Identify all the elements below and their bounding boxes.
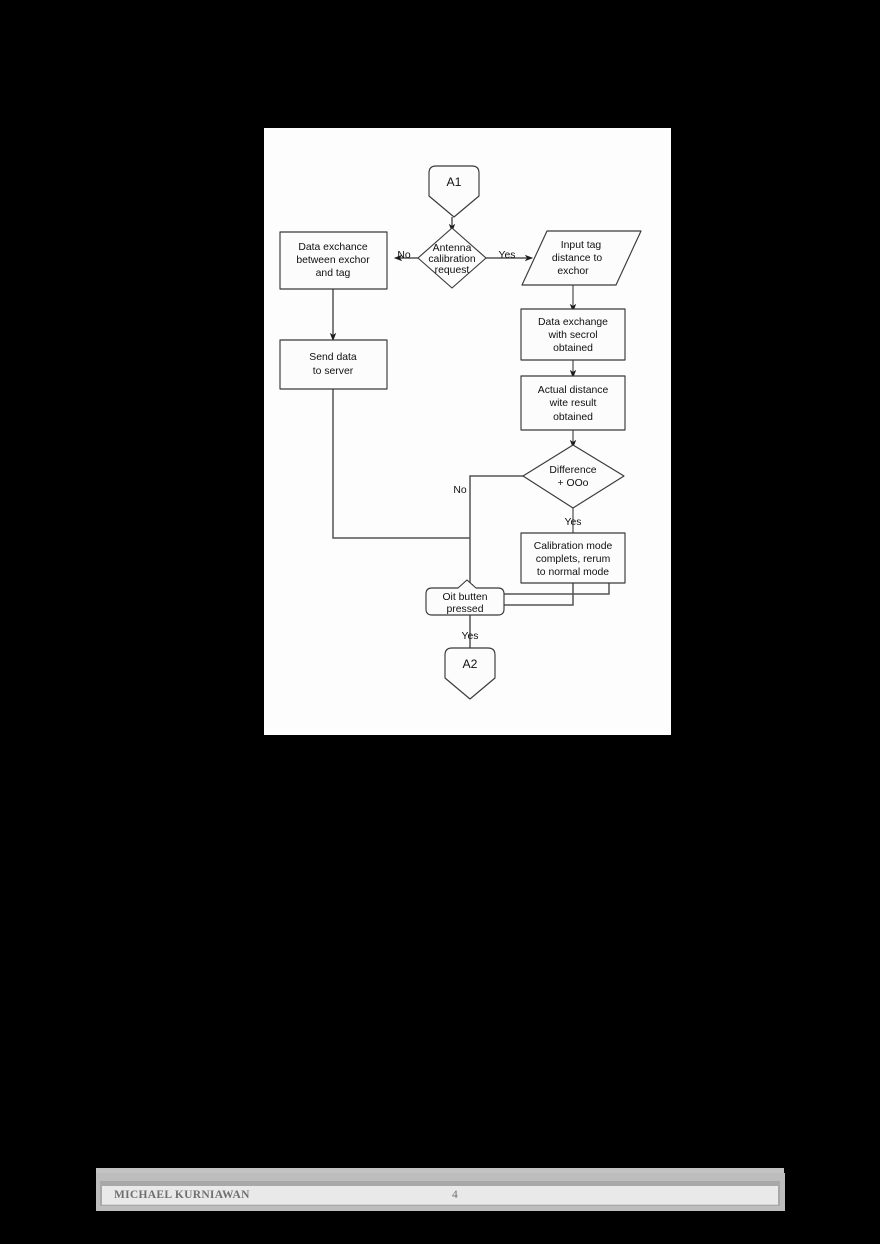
node-input-tag-distance-line1: Input tag bbox=[561, 240, 602, 251]
node-data-exchange-tag-line3: and tag bbox=[316, 268, 351, 279]
node-calibration-complete[interactable] bbox=[520, 532, 626, 584]
edge-label-quit-yes: Yes bbox=[462, 631, 479, 642]
edge-label-calibration-yes: Yes bbox=[499, 250, 516, 261]
edge-label-calibration-no: No bbox=[397, 250, 411, 261]
footer-content-strip: MICHAEL KURNIAWAN 4 bbox=[102, 1186, 778, 1205]
node-decision-difference[interactable] bbox=[522, 444, 625, 509]
node-send-data-server-line1: Send data bbox=[309, 352, 357, 363]
node-input-tag-distance[interactable] bbox=[521, 230, 642, 286]
node-actual-distance-line1: Actual distance bbox=[538, 385, 609, 396]
node-calibration-complete-line1: Calibration mode bbox=[534, 541, 613, 552]
node-calibration-complete-line3: to normal mode bbox=[537, 567, 609, 578]
page-footer: MICHAEL KURNIAWAN 4 bbox=[0, 1168, 880, 1220]
flowchart-figure: A1 Antenna calibration request Data exch… bbox=[264, 128, 671, 735]
footer-page-number: 4 bbox=[452, 1189, 458, 1201]
node-decision-difference-line1: Difference bbox=[549, 465, 596, 476]
node-quit-button-line2: pressed bbox=[447, 604, 484, 615]
edge-label-difference-yes: Yes bbox=[565, 517, 582, 528]
node-decision-calibration-line3: request bbox=[435, 265, 470, 276]
node-send-data-server[interactable] bbox=[279, 339, 388, 390]
node-data-exchange-secrol-line2: with secrol bbox=[547, 330, 597, 341]
node-end-connector-label: A2 bbox=[463, 657, 478, 671]
node-actual-distance[interactable] bbox=[520, 375, 626, 431]
edge-label-difference-no: No bbox=[453, 485, 467, 496]
edge-difference-no bbox=[466, 475, 527, 593]
edge-calibration-complete-return bbox=[504, 583, 610, 595]
node-calibration-complete-line2: complets, rerum bbox=[536, 554, 611, 565]
node-input-tag-distance-line3: exchor bbox=[557, 266, 589, 277]
node-data-exchange-tag-line2: between exchor bbox=[296, 255, 370, 266]
node-input-tag-distance-line2: distance to bbox=[552, 253, 602, 264]
edge-calibration-complete-to-quit bbox=[504, 583, 574, 606]
node-start-connector[interactable] bbox=[428, 165, 480, 218]
node-send-data-server-line2: to server bbox=[313, 366, 354, 377]
node-start-connector-label: A1 bbox=[447, 175, 462, 189]
node-data-exchange-tag[interactable] bbox=[279, 231, 388, 290]
node-decision-calibration-line2: calibration bbox=[428, 254, 476, 265]
node-actual-distance-line3: obtained bbox=[553, 412, 593, 423]
node-decision-calibration-line1: Antenna bbox=[433, 243, 472, 254]
edge-senddata-to-junction bbox=[332, 389, 470, 539]
node-data-exchange-secrol[interactable] bbox=[520, 308, 626, 361]
node-end-connector[interactable] bbox=[444, 647, 496, 700]
node-data-exchange-secrol-line3: obtained bbox=[553, 343, 593, 354]
node-quit-button[interactable] bbox=[425, 579, 505, 616]
node-actual-distance-line2: wite result bbox=[549, 398, 597, 409]
node-quit-button-line1: Oit butten bbox=[442, 592, 487, 603]
node-decision-calibration[interactable] bbox=[417, 227, 487, 289]
node-data-exchange-tag-line1: Data exchance bbox=[298, 242, 368, 253]
footer-author-name: MICHAEL KURNIAWAN bbox=[114, 1189, 250, 1201]
node-decision-difference-line2: + OOo bbox=[558, 478, 589, 489]
flowchart-svg: A1 Antenna calibration request Data exch… bbox=[279, 165, 642, 700]
node-data-exchange-secrol-line1: Data exchange bbox=[538, 317, 608, 328]
